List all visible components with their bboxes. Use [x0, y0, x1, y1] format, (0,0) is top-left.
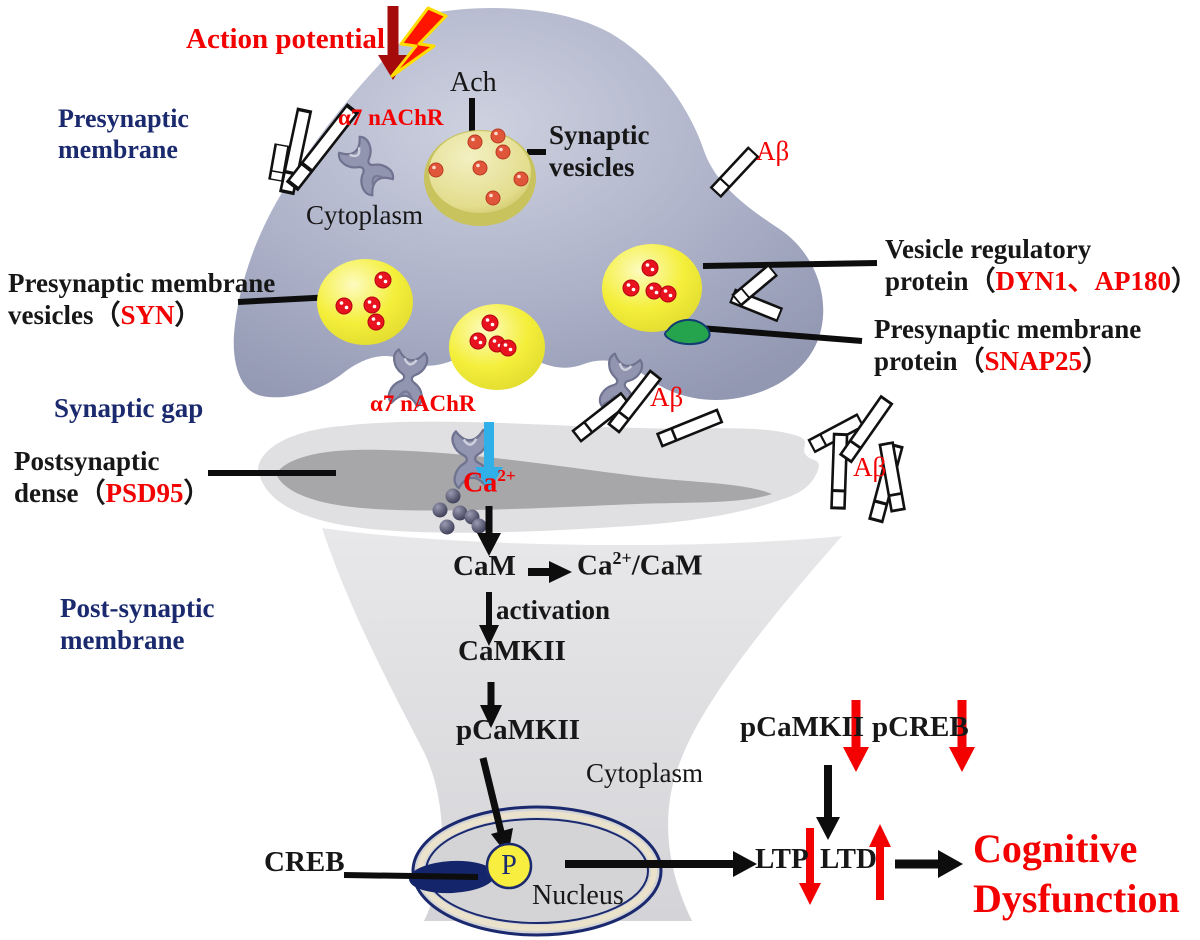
- label-line: vesicles（SYN）: [8, 299, 202, 330]
- camkii-arrow: [480, 682, 502, 728]
- label-nucleus: Nucleus: [532, 880, 624, 911]
- label-ach: Ach: [450, 67, 497, 98]
- synaptic-vesicle-left: [317, 259, 413, 345]
- label-presynaptic-membrane: Presynaptic membrane: [58, 104, 189, 165]
- label-abeta-top-right: Aβ: [756, 136, 790, 166]
- label-presynaptic-membrane-protein: Presynaptic membrane protein（SNAP25）: [874, 314, 1141, 378]
- label-presynaptic-vesicles-syn: Presynaptic membrane vesicles（SYN）: [8, 268, 275, 332]
- pcamkii-decrease-arrow: [843, 700, 869, 772]
- cam-right-arrow: [528, 561, 572, 583]
- p-to-ltp-arrow: [565, 851, 757, 877]
- dyn-pointer-line: [702, 260, 878, 269]
- calcium-influx-arrow: [475, 422, 503, 492]
- abeta-fibril-icon: [710, 146, 760, 198]
- ltp-ltd-link-arrow: [816, 765, 840, 840]
- label-line: Synaptic: [549, 120, 650, 150]
- ltd-increase-arrow: [869, 824, 891, 900]
- label-pcamkii-right: pCaMKII: [740, 711, 865, 743]
- label-synaptic-vesicles: Synaptic vesicles: [549, 120, 650, 184]
- label-line: Presynaptic membrane: [874, 314, 1142, 344]
- lightning-icon: [390, 6, 448, 78]
- label-creb: CREB: [264, 846, 345, 878]
- label-line: Presynaptic membrane: [8, 268, 276, 298]
- label-phosphate-p: P: [501, 850, 517, 881]
- calcium-ions: [432, 488, 487, 535]
- label-line: Presynaptic: [58, 104, 189, 133]
- label-abeta-gap: Aβ: [650, 382, 684, 412]
- label-cytoplasm-postsynaptic: Cytoplasm: [586, 758, 704, 788]
- label-line: protein（DYN1、AP180）: [885, 265, 1199, 296]
- snap25-protein-shape: [664, 318, 711, 346]
- pointer-lines: [208, 98, 878, 880]
- label-ltd: LTD: [820, 843, 877, 875]
- abeta-fibril-icon: [830, 432, 849, 510]
- label-camkii: CaMKII: [458, 635, 566, 667]
- cascade-arrows: [477, 506, 963, 878]
- nucleus-shape: [411, 805, 663, 937]
- label-abeta-right: Aβ: [853, 452, 887, 482]
- label-line: Dysfunction: [973, 876, 1180, 921]
- label-pcreb: pCREB: [872, 711, 969, 743]
- action-potential-arrow: [378, 6, 408, 80]
- synaptic-vesicle-right: [602, 244, 702, 332]
- label-line: protein（SNAP25）: [874, 345, 1110, 376]
- label-cognitive-dysfunction: Cognitive Dysfunction: [973, 824, 1180, 924]
- label-vesicle-regulatory-protein: Vesicle regulatory protein（DYN1、AP180）: [885, 234, 1198, 298]
- red-arrows: [799, 700, 975, 905]
- label-line: Vesicle regulatory: [885, 234, 1092, 264]
- label-post-synaptic-membrane: Post-synaptic membrane: [60, 593, 215, 657]
- ltp-decrease-arrow: [799, 828, 821, 905]
- label-synaptic-gap: Synaptic gap: [54, 393, 204, 423]
- label-line: Post-synaptic: [60, 593, 215, 623]
- label-activation: activation: [496, 595, 610, 625]
- label-cam: CaM: [453, 550, 516, 582]
- label-ca-cam: Ca2+/CaM: [577, 548, 703, 582]
- label-calcium: Ca2+: [463, 466, 516, 499]
- label-a7-nachr-bottom: α7 nAChR: [370, 391, 476, 416]
- activation-arrow: [479, 592, 499, 646]
- ca-down-arrow: [477, 506, 501, 556]
- pcreb-decrease-arrow: [949, 700, 975, 772]
- label-action-potential: Action potential: [186, 23, 385, 55]
- snap-pointer-line: [699, 325, 863, 344]
- label-postsynaptic-dense: Postsynaptic dense（PSD95）: [14, 446, 211, 510]
- ltd-outcome-arrow: [895, 850, 963, 878]
- label-line: membrane: [58, 134, 178, 164]
- creb-pointer-line: [343, 872, 479, 880]
- label-a7-nachr-top: α7 nAChR: [338, 105, 444, 130]
- phosphate-badge: [485, 842, 533, 890]
- label-cytoplasm-presynaptic: Cytoplasm: [306, 200, 424, 230]
- postsynaptic-density-band: [276, 449, 772, 511]
- label-line: Cognitive: [973, 826, 1138, 871]
- synaptic-vesicle-large: [424, 128, 536, 226]
- label-line: dense（PSD95）: [14, 477, 211, 508]
- synaptic-vesicle-middle: [449, 304, 545, 390]
- label-line: vesicles: [549, 151, 635, 182]
- label-line: membrane: [60, 624, 185, 655]
- label-line: Postsynaptic: [14, 446, 160, 476]
- label-ltp: LTP: [755, 843, 809, 875]
- label-pcamkii: pCaMKII: [456, 714, 581, 746]
- syn-pointer-line: [237, 294, 334, 305]
